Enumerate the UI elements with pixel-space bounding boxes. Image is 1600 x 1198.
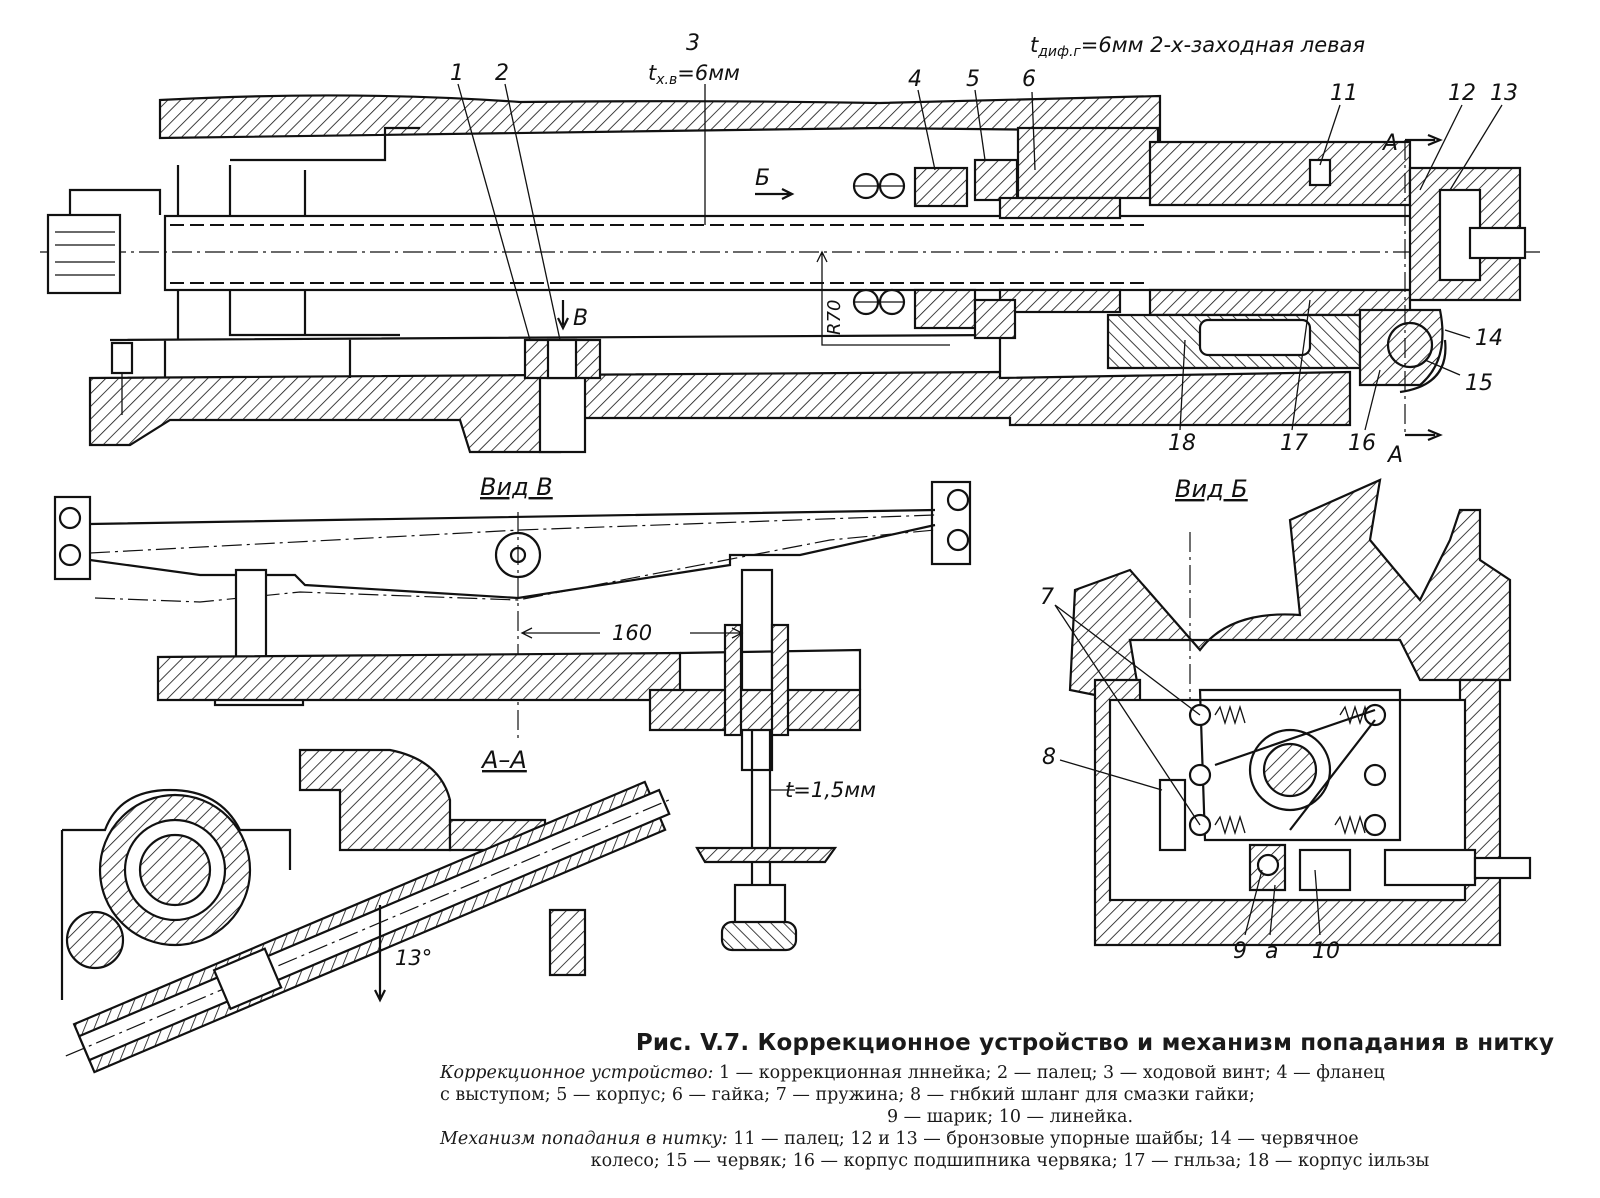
label-part-7: 7 <box>1040 585 1054 610</box>
label-part-2: 2 <box>495 61 509 86</box>
lead-screw-pitch-note: tx.в=6мм <box>648 61 740 88</box>
view-v-title: Вид В <box>480 473 553 501</box>
legend-group-2-line-1: 11 — палец; 12 и 13 — бронзовые упорные … <box>733 1129 1359 1149</box>
radius-label: R70 <box>824 300 845 335</box>
carriage-top-plate <box>158 94 1162 144</box>
legend-group-1: Коррекционное устройство: 1 — коррекцион… <box>440 1062 1580 1084</box>
splined-end <box>46 213 122 295</box>
label-part-5: 5 <box>966 67 980 92</box>
springs <box>1214 704 1371 836</box>
pitch-note: t=1,5мм <box>785 778 876 802</box>
legend-group-1-line-2: с выступом; 5 — корпус; 6 — гайка; 7 — п… <box>440 1085 1255 1105</box>
label-part-10: 10 <box>1312 939 1340 964</box>
legend-group-1-label: Коррекционное устройство: <box>440 1063 714 1083</box>
legend-group-1-line-1: 1 — коррекционная лннейка; 2 — палец; 3 … <box>718 1063 1385 1083</box>
base-bed <box>88 370 1352 454</box>
label-part-14: 14 <box>1475 326 1503 351</box>
main-section-view: 1 2 3 tx.в=6мм tдиф.г=6мм 2-х-заходная л… <box>40 31 1540 468</box>
dimension-160: 160 <box>612 621 652 645</box>
section-a-bottom-label: A <box>1386 443 1403 468</box>
label-part-3: 3 <box>686 31 700 56</box>
label-part-17: 17 <box>1280 431 1308 456</box>
label-part-15: 15 <box>1465 371 1493 396</box>
legend-group-2-label: Механизм попадания в нитку: <box>440 1129 728 1149</box>
arrow-b-label: Б <box>755 166 770 191</box>
section-aa: А–А 13° <box>60 746 674 1074</box>
label-part-9: 9 <box>1233 939 1247 964</box>
label-part-18: 18 <box>1168 431 1196 456</box>
view-b-title: Вид Б <box>1175 475 1248 503</box>
label-part-12: 12 <box>1448 81 1476 106</box>
label-part-11: 11 <box>1330 81 1358 106</box>
lead-screw <box>163 214 1437 292</box>
caption-title: Рис. V.7. Коррекционное устройство и мех… <box>635 1030 1555 1056</box>
sleeve-housing <box>1106 140 1527 394</box>
label-part-16: 16 <box>1348 431 1376 456</box>
label-part-1: 1 <box>450 61 464 86</box>
label-part-8: 8 <box>1042 745 1056 770</box>
section-markers <box>557 133 1443 442</box>
legend-group-2-line-2: колесо; 15 — червяк; 16 — корпус подшипн… <box>590 1151 1430 1171</box>
label-part-13: 13 <box>1490 81 1518 106</box>
view-v: Вид В 160 t=1,5мм <box>53 473 972 952</box>
label-part-6: 6 <box>1022 67 1036 92</box>
nut-pitch-note: tдиф.г=6мм 2-х-заходная левая <box>1030 33 1365 60</box>
section-aa-title: А–А <box>480 746 527 774</box>
arrow-v-label: В <box>573 306 588 331</box>
legend-group-2: Механизм попадания в нитку: 11 — палец; … <box>440 1128 1580 1150</box>
label-part-4: 4 <box>908 67 922 92</box>
knurled-knob <box>720 920 798 952</box>
legend-group-1-line-3: 9 — шарик; 10 — линейка. <box>886 1107 1134 1127</box>
section-a-top-label: A <box>1381 131 1398 156</box>
angle-label: 13° <box>395 946 432 970</box>
leader-lines <box>457 83 1503 431</box>
figure-caption: Рис. V.7. Коррекционное устройство и мех… <box>440 1030 1580 1172</box>
label-part-a: a <box>1265 939 1278 964</box>
view-b: Вид Б 7 8 9 a 10 <box>1040 475 1532 964</box>
